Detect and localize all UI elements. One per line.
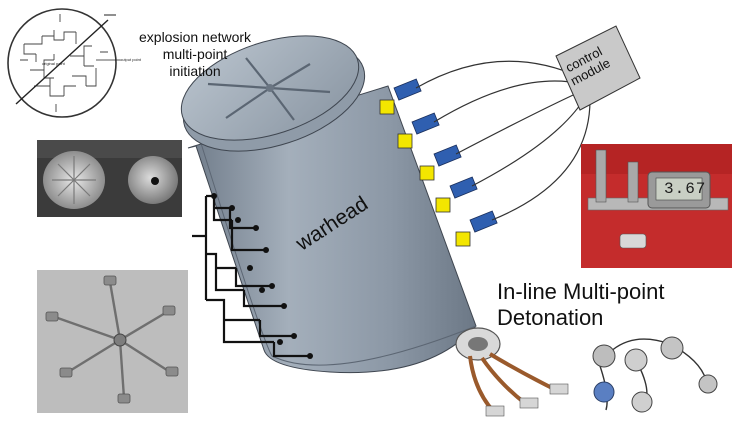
inline-detonation-label: In-line Multi-point Detonation (497, 279, 665, 331)
detonator-1 (379, 78, 422, 115)
explosion-label-line-1: explosion network (139, 29, 252, 45)
explosion-label-line-3: initiation (169, 63, 221, 79)
explosion-network-label: explosion network multi-point initiation (139, 29, 251, 80)
control-module-box (555, 25, 641, 111)
explosion-network-diagram: output point original point (7, 8, 142, 118)
detonator-5 (455, 210, 498, 247)
explosion-label-line-2: multi-point (162, 46, 228, 62)
photo-star-network (37, 270, 188, 413)
side-branch-nodes (211, 193, 313, 359)
inline-label-line-1: In-line Multi-point (497, 279, 665, 304)
detonators (379, 78, 498, 247)
detonator-2 (397, 112, 440, 149)
center-label: original point (42, 61, 66, 66)
detonator-3 (419, 144, 462, 181)
control-wires (415, 60, 591, 221)
photo-caliper (581, 144, 732, 268)
warhead-cylinder (180, 35, 477, 374)
photo-discs (37, 140, 182, 217)
photo-inline-assembly (455, 327, 718, 417)
ring-label: output point (120, 57, 142, 62)
inline-label-line-2: Detonation (497, 305, 604, 330)
caliper-reading: 3.67 (664, 180, 707, 198)
detonator-4 (435, 176, 478, 213)
side-branch-network (192, 194, 308, 358)
